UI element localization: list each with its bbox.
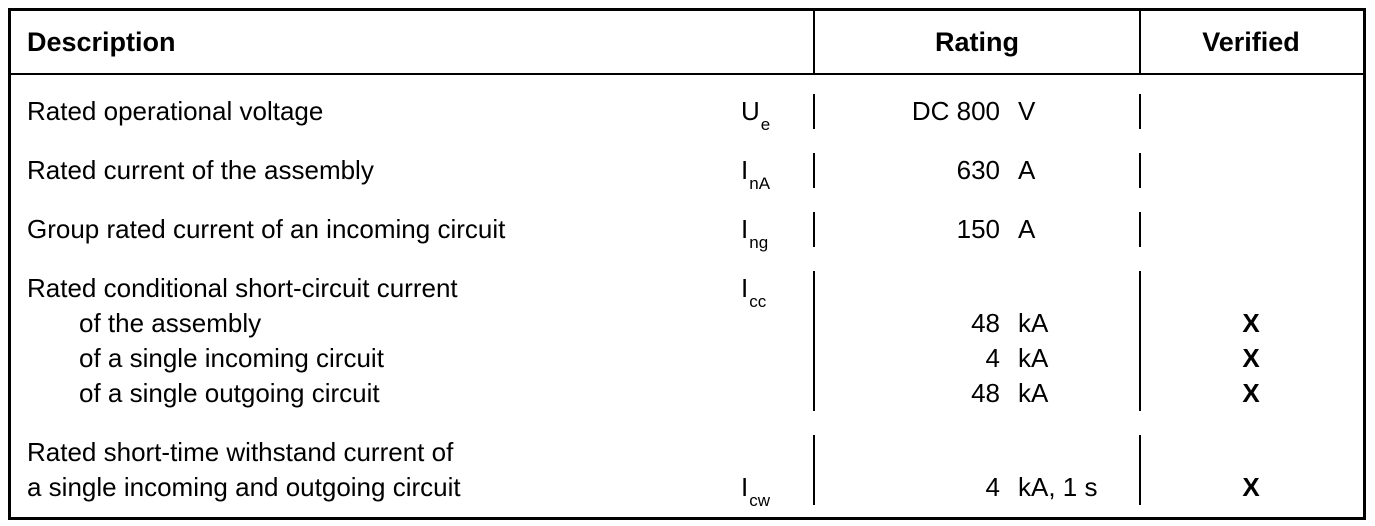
- symbol-Ue: Ue: [741, 94, 813, 133]
- rating-value: 630: [956, 155, 1000, 185]
- column-header-rating: Rating: [815, 11, 1141, 73]
- description-line: Group rated current of an incoming circu…: [27, 214, 506, 244]
- rating-value: 150: [956, 214, 1000, 244]
- verified-cell: [1141, 94, 1361, 129]
- symbol-column: InA: [741, 153, 813, 192]
- description-line: Rated operational voltage: [27, 96, 324, 126]
- rating-value-line: DC 800 V: [815, 94, 1139, 129]
- description-subline: of a single outgoing circuit: [79, 378, 380, 408]
- description-text: Rated operational voltage: [27, 94, 741, 129]
- verified-mark: X: [1242, 472, 1260, 502]
- verified-mark: X: [1242, 343, 1260, 373]
- rating-unit: A: [1018, 155, 1036, 185]
- rating-cell: 4 kA, 1 s: [815, 435, 1141, 505]
- rating-unit: kA: [1018, 308, 1049, 338]
- description-text: Rated short-time withstand current of a …: [27, 435, 741, 505]
- symbol-spacer-line: [741, 435, 813, 470]
- symbol-base: U: [741, 96, 760, 126]
- description-text: Rated current of the assembly: [27, 153, 741, 188]
- rating-unit: A: [1018, 214, 1036, 244]
- rating-value-line: 48 kA: [815, 376, 1139, 411]
- verified-mark: [1141, 94, 1361, 129]
- rating-unit: V: [1018, 96, 1036, 126]
- verified-cell: [1141, 153, 1361, 188]
- description-text: Group rated current of an incoming circu…: [27, 212, 741, 247]
- symbol-column: Ue: [741, 94, 813, 133]
- symbol-subscript: e: [760, 115, 771, 135]
- table-row-rated-operational-voltage: Rated operational voltage Ue DC 800 V: [11, 75, 1363, 133]
- rating-value: 4: [985, 343, 1000, 373]
- table-row-rated-conditional-short-circuit: Rated conditional short-circuit current …: [11, 247, 1363, 411]
- description-text: Rated conditional short-circuit current …: [27, 271, 741, 411]
- verified-mark: X: [1242, 308, 1260, 338]
- symbol-subscript: nA: [749, 174, 771, 194]
- verified-cell: X X X: [1141, 271, 1361, 411]
- rating-value: 4: [985, 472, 1000, 502]
- symbol-column: Ing: [741, 212, 813, 251]
- description-line: Rated short-time withstand current of: [27, 437, 454, 467]
- rating-value-line: 48 kA: [815, 306, 1139, 341]
- rating-empty-line: [815, 271, 1139, 306]
- description-cell: Rated operational voltage Ue: [11, 94, 815, 133]
- verified-empty-line: [1141, 271, 1361, 306]
- rating-cell: 630 A: [815, 153, 1141, 188]
- table-header-row: Description Rating Verified: [11, 11, 1363, 75]
- verified-empty-line: [1141, 435, 1361, 470]
- verified-mark: [1141, 153, 1361, 188]
- rating-empty-line: [815, 435, 1139, 470]
- rating-value-line: 4 kA: [815, 341, 1139, 376]
- symbol-subscript: ng: [749, 233, 769, 253]
- column-header-description-label: Description: [27, 26, 176, 57]
- rating-value-line: 4 kA, 1 s: [815, 470, 1139, 505]
- rating-cell: 48 kA 4 kA 48 kA: [815, 271, 1141, 411]
- table-row-group-rated-current: Group rated current of an incoming circu…: [11, 188, 1363, 251]
- table-row-rated-current-assembly: Rated current of the assembly InA 630 A: [11, 129, 1363, 192]
- rating-cell: DC 800 V: [815, 94, 1141, 129]
- rating-cell: 150 A: [815, 212, 1141, 247]
- rating-value: 48: [971, 308, 1000, 338]
- symbol-base: I: [741, 273, 749, 303]
- column-header-verified: Verified: [1141, 11, 1361, 73]
- symbol-InA: InA: [741, 153, 813, 192]
- description-subline: of a single incoming circuit: [79, 343, 384, 373]
- rating-unit: kA, 1 s: [1018, 472, 1098, 502]
- symbol-Ing: Ing: [741, 212, 813, 251]
- description-subline: of the assembly: [79, 308, 262, 338]
- table-row-rated-short-time-withstand: Rated short-time withstand current of a …: [11, 411, 1363, 517]
- symbol-base: I: [741, 472, 749, 502]
- symbol-column: Icw: [741, 435, 813, 509]
- rating-value: 48: [971, 378, 1000, 408]
- rating-unit: kA: [1018, 343, 1049, 373]
- symbol-Icw: Icw: [741, 470, 813, 509]
- description-cell: Group rated current of an incoming circu…: [11, 212, 815, 251]
- column-header-description: Description: [11, 11, 815, 73]
- symbol-Icc: Icc: [741, 271, 813, 310]
- description-line: a single incoming and outgoing circuit: [27, 472, 461, 502]
- description-cell: Rated short-time withstand current of a …: [11, 435, 815, 509]
- symbol-base: I: [741, 214, 749, 244]
- rating-value: DC 800: [911, 96, 1000, 126]
- ratings-table: Description Rating Verified Rated operat…: [8, 8, 1366, 520]
- rating-value-line: 630 A: [815, 153, 1139, 188]
- rating-unit: kA: [1018, 378, 1049, 408]
- verified-cell: [1141, 212, 1361, 247]
- description-line: Rated conditional short-circuit current: [27, 273, 458, 303]
- symbol-column: Icc: [741, 271, 813, 411]
- symbol-base: I: [741, 155, 749, 185]
- description-cell: Rated current of the assembly InA: [11, 153, 815, 192]
- symbol-subscript: cc: [749, 292, 767, 312]
- column-header-rating-label: Rating: [935, 26, 1019, 57]
- verified-mark: [1141, 212, 1361, 247]
- column-header-verified-label: Verified: [1202, 26, 1300, 57]
- verified-cell: X: [1141, 435, 1361, 505]
- description-cell: Rated conditional short-circuit current …: [11, 271, 815, 411]
- rating-value-line: 150 A: [815, 212, 1139, 247]
- symbol-subscript: cw: [749, 491, 771, 511]
- description-line: Rated current of the assembly: [27, 155, 374, 185]
- verified-mark: X: [1242, 378, 1260, 408]
